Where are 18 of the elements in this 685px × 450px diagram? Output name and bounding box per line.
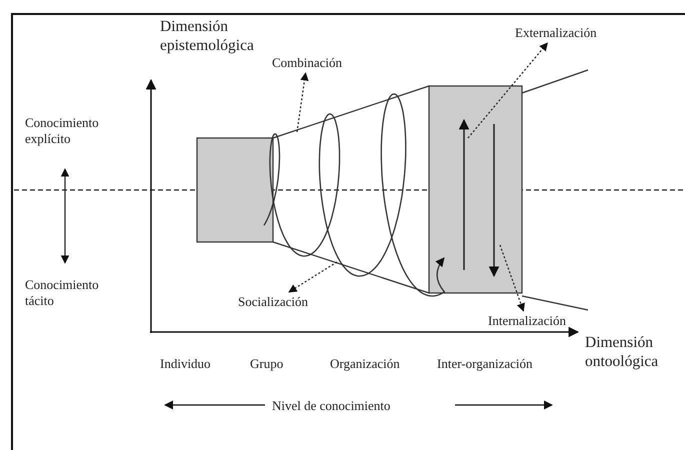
category-label: Organización [330,356,400,372]
axis-title: Dimensión ontoológica [585,333,660,371]
axis-title: Dimensión epistemológica [160,17,255,55]
category-label: Grupo [250,356,284,372]
leader-line [468,42,548,138]
text-label: Externalización [515,25,597,41]
category-label: Inter-organización [437,356,533,372]
category-label: Individuo [160,356,211,372]
text-label: Conocimiento tácito [25,277,125,309]
double-arrow [60,168,70,264]
text-label: Socialización [238,294,308,310]
axis-title: Nivel de conocimiento [272,398,390,414]
text-label: Combinación [272,55,342,71]
leader-line [288,262,338,292]
leader-line [296,72,309,132]
text-label: Internalización [488,313,566,329]
text-label: Conocimiento explícito [25,115,125,147]
leader-line [499,244,525,312]
